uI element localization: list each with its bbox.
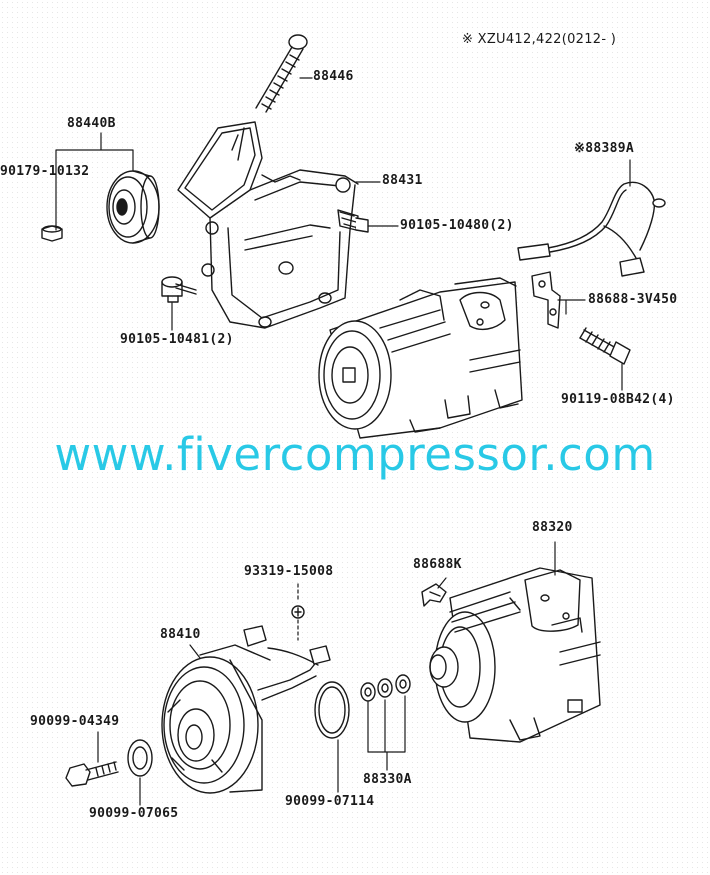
leader-lines-top	[55, 77, 631, 391]
bracket-88688K	[421, 583, 447, 607]
label-88389A: ※88389A	[574, 141, 634, 156]
label-90099-07114: 90099-07114	[285, 794, 375, 809]
label-88440B: 88440B	[67, 116, 116, 131]
snap-ring-90099-07114	[314, 681, 350, 739]
label-88688K: 88688K	[413, 557, 462, 572]
label-90119-08B42: 90119-08B42(4)	[561, 392, 675, 407]
label-90179-10132: 90179-10132	[0, 164, 90, 179]
nut-90179-10132	[41, 225, 63, 242]
website-watermark: www.fivercompressor.com	[54, 428, 656, 481]
label-88446: 88446	[313, 69, 354, 84]
label-90105-10481: 90105-10481(2)	[120, 332, 234, 347]
label-93319-15008: 93319-15008	[244, 564, 334, 579]
bracket-88431	[177, 121, 359, 329]
label-88431: 88431	[382, 173, 423, 188]
label-90099-04349: 90099-04349	[30, 714, 120, 729]
shims-88330A	[360, 674, 411, 702]
header-note: ※ XZU412,422(0212- )	[462, 32, 617, 47]
magnetic-clutch-88410	[161, 625, 331, 794]
bolt-90105-10481	[161, 276, 197, 303]
label-88330A: 88330A	[363, 772, 412, 787]
bracket-88688-3V450	[531, 271, 561, 329]
washer-90099-07065	[127, 739, 153, 777]
washer-93319-15008	[291, 605, 305, 619]
bolt-90099-04349	[65, 761, 119, 787]
idler-pulley-88440B	[106, 170, 160, 244]
label-90099-07065: 90099-07065	[89, 806, 179, 821]
compressor-assembly-top	[318, 277, 523, 439]
wire-harness-88389A	[517, 181, 666, 277]
label-88320: 88320	[532, 520, 573, 535]
bolt-90105-10480	[337, 209, 369, 233]
compressor-88320	[429, 567, 601, 743]
label-88410: 88410	[160, 627, 201, 642]
label-88688-3V450: 88688-3V450	[588, 292, 678, 307]
label-90105-10480: 90105-10480(2)	[400, 218, 514, 233]
bolt-90119-08B42	[579, 327, 631, 365]
leader-lines-bottom	[97, 541, 556, 806]
long-bolt-88446	[255, 34, 308, 113]
